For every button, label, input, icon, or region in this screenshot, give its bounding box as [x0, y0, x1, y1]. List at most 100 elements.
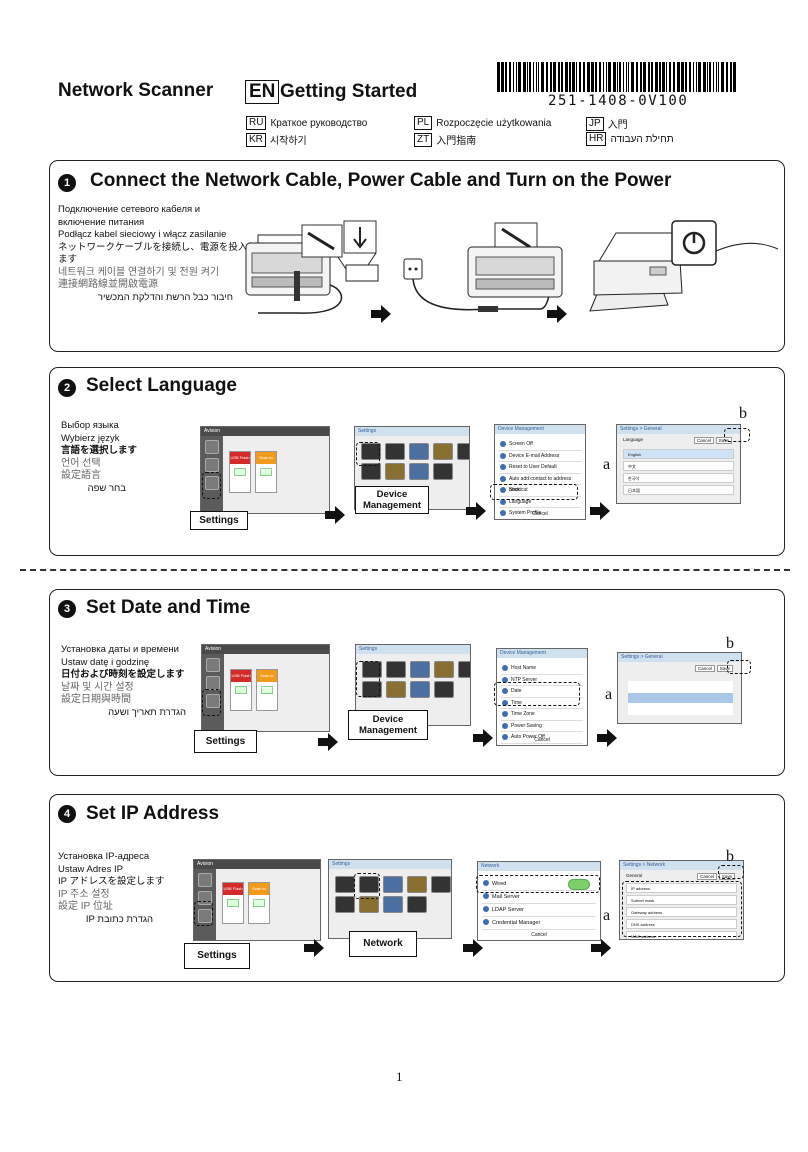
- language-option[interactable]: 日本語: [623, 485, 734, 495]
- settings-icon[interactable]: [457, 443, 469, 460]
- settings-icon[interactable]: [385, 443, 405, 460]
- settings-icon[interactable]: [409, 443, 429, 460]
- label-b: b: [739, 405, 747, 422]
- section-description: Выбор языка Wybierz język 言語を選択します 언어 선택…: [61, 420, 251, 495]
- home-screen: Avision USB Flash Scan to Folder: [193, 859, 321, 941]
- step-number: 3: [58, 600, 76, 618]
- app-tile-usb[interactable]: USB Flash: [230, 669, 252, 711]
- settings-icon[interactable]: [407, 896, 427, 913]
- dialog-save-button[interactable]: Save: [716, 665, 733, 672]
- settings-icon[interactable]: [386, 681, 406, 698]
- device-management-highlight: [356, 661, 380, 697]
- menu-list: Screen Off Device E-mail Address Reset t…: [499, 439, 581, 519]
- settings-highlight: [202, 472, 221, 499]
- menu-item[interactable]: Host Name: [501, 663, 583, 675]
- scanner-power-illustration: [403, 222, 563, 312]
- cancel-button[interactable]: Cancel: [532, 511, 548, 517]
- settings-icon[interactable]: [433, 463, 453, 480]
- language-text: 入門指南: [436, 136, 477, 147]
- settings-icon[interactable]: [433, 443, 453, 460]
- menu-item[interactable]: System Profile: [499, 508, 581, 519]
- settings-icon[interactable]: [361, 463, 381, 480]
- menu-item[interactable]: Reset to User Default: [499, 462, 581, 474]
- dialog-cancel-button[interactable]: Cancel: [694, 665, 715, 672]
- dialog-tab[interactable]: Language: [623, 437, 644, 442]
- language-option[interactable]: 中文: [623, 461, 734, 471]
- app-tile-usb[interactable]: USB Flash: [229, 451, 251, 493]
- desc-jp-1: ネットワークケーブルを接続し、電源を投入し: [58, 241, 257, 253]
- settings-screen: Settings: [328, 859, 452, 939]
- menu-item[interactable]: Credential Manager: [482, 917, 596, 930]
- dialog-save-button[interactable]: Save: [715, 437, 732, 444]
- menu-title: Device Management: [497, 649, 587, 658]
- menu-item[interactable]: LDAP Server: [482, 904, 596, 917]
- ip-field[interactable]: Gateway address: [626, 907, 737, 917]
- wired-toggle[interactable]: [568, 879, 590, 890]
- language-option[interactable]: 한국어: [623, 473, 734, 483]
- menu-item[interactable]: Power Saving: [501, 721, 583, 732]
- ip-field[interactable]: Subnet mask: [626, 895, 737, 905]
- settings-icon[interactable]: [359, 896, 379, 913]
- settings-icon[interactable]: [359, 876, 379, 893]
- settings-icon[interactable]: [386, 661, 406, 678]
- app-tile-usb[interactable]: USB Flash: [222, 882, 244, 924]
- section-ip-address: 4 Set IP Address Установка IP-адреса Ust…: [49, 794, 785, 982]
- desc-pl: Ustaw datę i godzinę: [61, 656, 150, 668]
- menu-item-time[interactable]: Time: [501, 698, 583, 709]
- menu-item[interactable]: Screen Off: [499, 439, 581, 451]
- settings-icon[interactable]: [361, 443, 381, 460]
- settings-icon[interactable]: [383, 896, 403, 913]
- settings-icon[interactable]: [410, 681, 430, 698]
- language-code: RU: [246, 116, 267, 130]
- menu-item[interactable]: Mail Server: [482, 891, 596, 904]
- section-connect: 1 Connect the Network Cable, Power Cable…: [49, 160, 785, 352]
- ip-field[interactable]: DNS address: [626, 919, 737, 929]
- ip-field[interactable]: IP address: [626, 883, 737, 893]
- menu-item-language[interactable]: Language: [499, 497, 581, 508]
- cancel-button[interactable]: Cancel: [534, 737, 550, 743]
- date-picker[interactable]: [628, 681, 733, 715]
- settings-callout: Settings: [194, 730, 257, 753]
- language-item-jp: JP 入門: [586, 116, 628, 131]
- menu-item-date[interactable]: Date: [501, 686, 583, 698]
- guide-title: Getting Started: [280, 81, 418, 102]
- settings-icon[interactable]: [409, 463, 429, 480]
- app-tile-folder[interactable]: Scan to Folder: [248, 882, 270, 924]
- settings-highlight: [194, 901, 213, 926]
- settings-icon[interactable]: [335, 896, 355, 913]
- settings-icon[interactable]: [383, 876, 403, 893]
- settings-icon[interactable]: [434, 681, 454, 698]
- save-highlight: [724, 428, 750, 442]
- device-management-screen: Device Management Host Name NTP Server D…: [496, 648, 588, 746]
- language-code: JP: [586, 116, 604, 131]
- language-option[interactable]: English: [623, 449, 734, 459]
- app-tile-folder[interactable]: Scan to Folder: [256, 669, 278, 711]
- dialog-title: Settings > General: [618, 653, 741, 662]
- language-options: English 中文 한국어 日本語: [623, 449, 734, 497]
- brand-label: Avision: [194, 860, 320, 869]
- cancel-button[interactable]: Cancel: [531, 932, 547, 938]
- menu-item[interactable]: Shortcut: [499, 485, 581, 497]
- settings-icon[interactable]: [410, 661, 430, 678]
- menu-item[interactable]: NTP Server: [501, 675, 583, 686]
- app-tile-folder[interactable]: Scan to Folder: [255, 451, 277, 493]
- settings-icon[interactable]: [458, 661, 470, 678]
- settings-icon[interactable]: [407, 876, 427, 893]
- save-highlight: [718, 865, 744, 879]
- dialog-cancel-button[interactable]: Cancel: [693, 437, 714, 444]
- desc-jp: 日付および時刻を設定します: [61, 669, 185, 680]
- dialog-tab[interactable]: General: [626, 873, 643, 878]
- dialog-cancel-button[interactable]: Cancel: [696, 873, 717, 880]
- menu-item[interactable]: Auto Power Off: [501, 732, 583, 744]
- settings-icon[interactable]: [431, 876, 451, 893]
- desc-hr: חיבור כבל הרשת והדלקת המכשיר: [97, 291, 233, 303]
- menu-list: Host Name NTP Server Date Time Time Zone…: [501, 663, 583, 744]
- menu-item[interactable]: Device E-mail Address: [499, 451, 581, 462]
- desc-zt: 設定 IP 位址: [58, 901, 113, 912]
- settings-icon[interactable]: [434, 661, 454, 678]
- menu-item[interactable]: Time Zone: [501, 709, 583, 721]
- language-highlight: [490, 484, 578, 500]
- settings-icon[interactable]: [335, 876, 355, 893]
- settings-icon[interactable]: [385, 463, 405, 480]
- menu-item-wired[interactable]: Wired: [482, 878, 596, 891]
